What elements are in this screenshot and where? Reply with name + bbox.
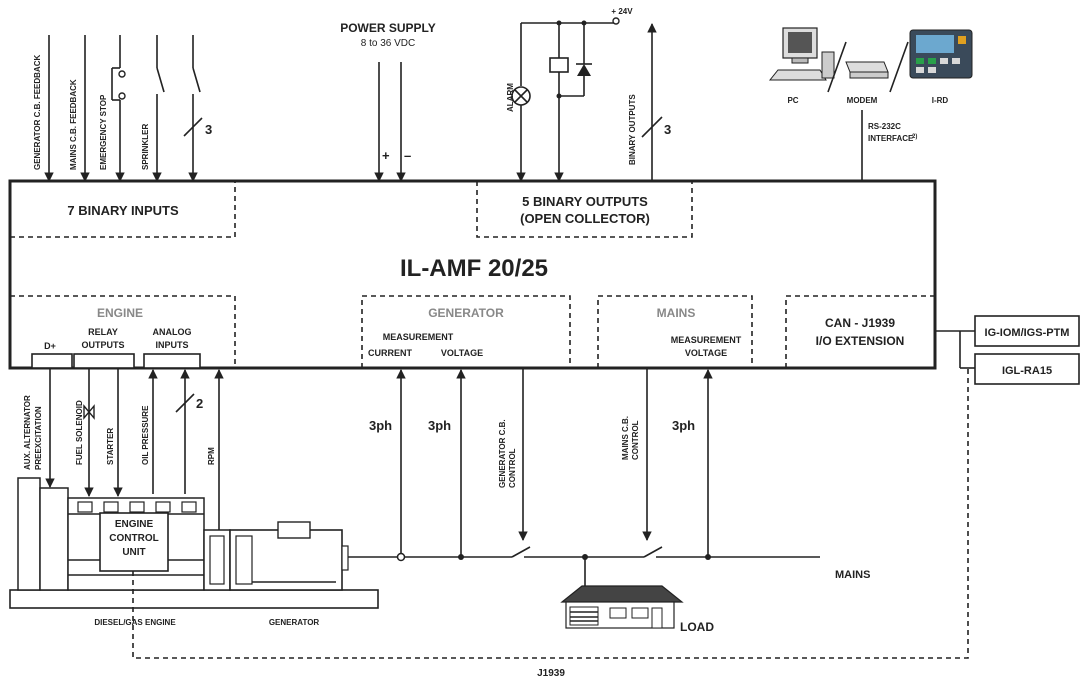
modem-separator: [889, 41, 909, 93]
power-line: [348, 546, 820, 586]
analog-inputs-label: ANALOG: [153, 327, 192, 337]
preexcitation-label: PREEXCITATION: [34, 406, 43, 470]
binary-outputs-label: 5 BINARY OUTPUTS: [522, 194, 648, 209]
binary-inputs-label: 7 BINARY INPUTS: [67, 203, 179, 218]
relay-outputs-terminal: [73, 353, 135, 369]
house-icon: [560, 585, 684, 629]
supply-24v-label: + 24V: [611, 7, 633, 16]
gen-cb-control-label-2: CONTROL: [508, 448, 517, 488]
ph-mains-voltage-label: 3ph: [672, 418, 695, 433]
sprinkler-label: SPRINKLER: [141, 124, 150, 170]
mains-cb-control-label: MAINS C.B.: [621, 416, 630, 460]
pc-icon: [768, 27, 835, 81]
module-2-label: IGL-RA15: [1002, 365, 1052, 377]
power-supply-range: 8 to 36 VDC: [361, 38, 415, 49]
mains-box: [597, 295, 753, 368]
j1939-label: J1939: [537, 668, 565, 679]
module-2-box: [974, 353, 1080, 385]
can-label-2: I/O EXTENSION: [816, 334, 905, 348]
generator-section-label: GENERATOR: [428, 306, 504, 320]
engine-label: DIESEL/GAS ENGINE: [94, 618, 176, 627]
gen-measurement-label: MEASUREMENT: [383, 332, 454, 342]
genset-graphic: [9, 477, 379, 609]
engine-wires: [45, 368, 224, 530]
fuel-solenoid-label: FUEL SOLENOID: [75, 400, 84, 465]
ecu-label: ENGINE: [115, 519, 154, 530]
aux-alternator-label: AUX. ALTERNATOR: [23, 395, 32, 470]
module-1-box: [974, 315, 1080, 347]
power-supply-title: POWER SUPPLY: [340, 21, 436, 35]
power-minus-label: –: [404, 148, 411, 163]
d-plus-terminal: [31, 353, 73, 369]
mains-voltage-label: VOLTAGE: [685, 348, 727, 358]
binary-inputs-box: [10, 181, 236, 238]
binary-input-wires: [44, 35, 203, 182]
mains-cb-control-label-2: CONTROL: [631, 420, 640, 460]
interface-label: INTERFACE: [868, 134, 914, 143]
starter-label: STARTER: [106, 428, 115, 465]
interface-note: 2): [912, 134, 917, 140]
mains-measurement-label: MEASUREMENT: [671, 335, 742, 345]
mains-cb-feedback-label: MAINS C.B. FEEDBACK: [69, 79, 78, 170]
controller-box: [8, 179, 937, 370]
d-plus-label: D+: [44, 341, 56, 351]
alarm-label: ALARM: [506, 83, 515, 112]
relay-outputs-label-2: OUTPUTS: [81, 340, 124, 350]
mains-section-label: MAINS: [657, 306, 696, 320]
binary-outputs-vertical-label: BINARY OUTPUTS: [628, 94, 637, 165]
inputs-count-label: 3: [205, 122, 212, 137]
rpm-label: RPM: [207, 447, 216, 465]
binary-outputs-label-2: (OPEN COLLECTOR): [520, 211, 650, 226]
controller-title: IL-AMF 20/25: [400, 255, 548, 282]
generator-box: [361, 295, 571, 368]
modem-label: MODEM: [847, 96, 878, 105]
load-label: LOAD: [680, 620, 714, 634]
mains-label: MAINS: [835, 569, 870, 581]
engine-box: [10, 295, 236, 368]
rs232-label: RS-232C: [868, 122, 901, 131]
ph-current-label: 3ph: [369, 418, 392, 433]
pc-label: PC: [787, 96, 798, 105]
can-label: CAN - J1939: [825, 316, 895, 330]
power-plus-label: +: [382, 148, 390, 163]
ecu-label-3: UNIT: [122, 547, 145, 558]
ird-label: I-RD: [932, 96, 949, 105]
j1939-bus: [132, 368, 969, 659]
relay-outputs-label: RELAY: [88, 327, 118, 337]
can-box: [785, 295, 935, 368]
output-wiring: [511, 17, 663, 182]
oil-pressure-label: OIL PRESSURE: [141, 405, 150, 465]
emergency-stop-label: EMERGENCY STOP: [99, 94, 108, 170]
binary-outputs-box: [476, 181, 693, 238]
ird-icon: [909, 29, 973, 79]
gen-cb-feedback-label: GENERATOR C.B. FEEDBACK: [33, 55, 42, 170]
gen-voltage-label: VOLTAGE: [441, 348, 483, 358]
gen-current-label: CURRENT: [368, 348, 413, 358]
analog-count-label: 2: [196, 396, 203, 411]
gen-cb-control-label: GENERATOR C.B.: [498, 419, 507, 488]
module-1-label: IG-IOM/IGS-PTM: [985, 327, 1070, 339]
engine-section-label: ENGINE: [97, 306, 143, 320]
generator-label: GENERATOR: [269, 618, 320, 627]
analog-inputs-label-2: INPUTS: [155, 340, 188, 350]
pc-separator: [827, 41, 847, 93]
ecu-label-2: CONTROL: [109, 533, 158, 544]
ph-gen-voltage-label: 3ph: [428, 418, 451, 433]
modem-icon: [845, 61, 889, 79]
outputs-count-label: 3: [664, 122, 671, 137]
analog-inputs-terminal: [143, 353, 201, 369]
